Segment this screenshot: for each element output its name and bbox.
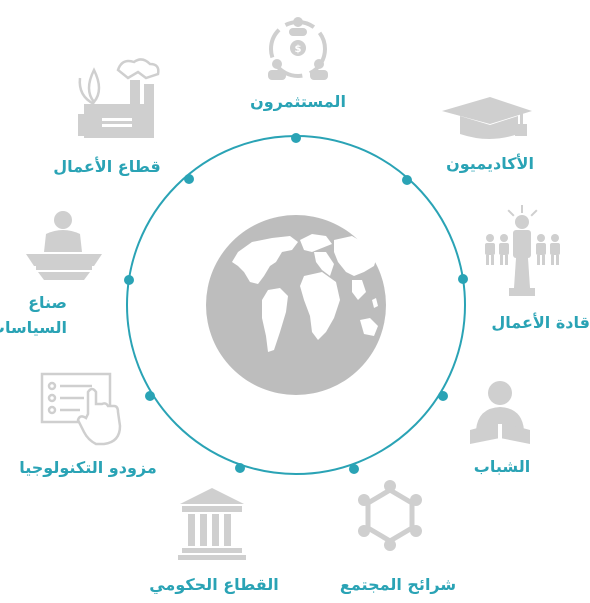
investors-icon: $ [268,17,328,80]
label-policy-makers-line-1: صناع [28,293,67,312]
ring-node [184,174,194,184]
label-policy-makers-line-2: السياسات [0,317,67,337]
government-building-icon [178,488,246,560]
globe-icon [206,215,386,395]
graduation-cap-icon [442,97,532,139]
leader-icon [485,205,560,296]
ring-node [438,391,448,401]
ring-node [458,274,468,284]
label-government-sector: القطاع الحكومي [149,575,279,594]
touch-screen-icon [40,372,122,446]
ring-node [235,463,245,473]
ring-node [402,175,412,185]
community-ring-icon [358,480,422,551]
factory-icon [78,58,160,138]
svg-text:$: $ [295,44,302,55]
label-academics: الأكاديميون [446,154,534,173]
label-technology-providers: مزودو التكنولوجيا [19,458,157,477]
label-society-segments: شرائح المجتمع [339,575,457,594]
label-investors: المستثمرون [250,92,346,111]
label-business-leaders: قادة الأعمال [491,313,590,332]
label-business-sector: قطاع الأعمال [53,157,161,176]
label-youth: الشباب [473,457,531,476]
ring-node [349,464,359,474]
reading-person-icon [470,381,530,444]
ring-node [145,391,155,401]
ring-node [291,133,301,143]
label-policy-makers: صناع السياسات [0,291,67,341]
podium-icon [26,211,102,280]
ring-node [124,275,134,285]
